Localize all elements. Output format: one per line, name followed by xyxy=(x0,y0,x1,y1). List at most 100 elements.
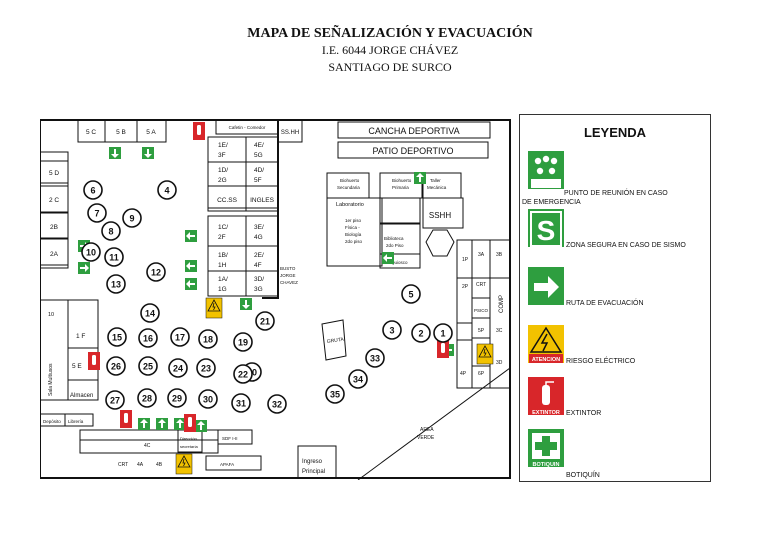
meeting-point-11: 11 xyxy=(104,247,124,267)
cancha-label: CANCHA DEPORTIVA xyxy=(368,126,459,136)
room-2e4f-line2: 4F xyxy=(254,262,262,269)
room-1c2f-line2: 2F xyxy=(218,234,226,241)
legend-item-label: RUTA DE EVACUACIÓN xyxy=(566,300,644,307)
room-5c-label: 5 C xyxy=(86,129,96,136)
svg-text:26: 26 xyxy=(111,362,121,372)
psico-label: PSICO xyxy=(474,308,489,313)
meeting-point-35: 35 xyxy=(325,384,345,404)
svg-text:4: 4 xyxy=(164,186,169,196)
svg-text:17: 17 xyxy=(175,333,185,343)
electric-risk-icon: ATENCION xyxy=(528,325,564,363)
meeting-point-23: 23 xyxy=(196,358,216,378)
meeting-point-30: 30 xyxy=(198,389,218,409)
room-1p-label: 1P xyxy=(462,257,469,263)
evacuation-arrow-icon xyxy=(185,260,197,272)
room-6p-label: 6P xyxy=(478,371,485,377)
cancha-deportiva xyxy=(337,121,491,139)
taller-line2: Mecánica xyxy=(427,185,447,190)
meeting-point-18: 18 xyxy=(198,329,218,349)
electric-risk-icon xyxy=(476,343,494,365)
meeting-point-29: 29 xyxy=(167,388,187,408)
meeting-point-2: 2 xyxy=(411,323,431,343)
svg-text:34: 34 xyxy=(353,375,363,385)
room-4a-label: 4A xyxy=(137,462,144,468)
room-1b1h-line2: 1H xyxy=(218,262,227,269)
almacen-label: Almacen xyxy=(70,393,93,399)
room-2b-label: 2B xyxy=(50,224,58,231)
room-2a-label: 2A xyxy=(50,251,59,258)
busto-line1: BUSTO xyxy=(280,266,296,271)
meeting-point-24: 24 xyxy=(168,358,188,378)
meeting-point-31: 31 xyxy=(231,393,251,413)
legend-item-label: BOTIQUÍN xyxy=(566,472,600,479)
room-3d3g-line1: 3D/ xyxy=(254,276,264,283)
crt-label: CRT xyxy=(118,462,128,468)
biohuerto-sec-line1: Biohuerto xyxy=(340,178,360,183)
area-verde-line2: VERDE xyxy=(417,435,435,441)
evacuation-arrow-icon xyxy=(174,418,186,430)
room-3d3g-line2: 3G xyxy=(254,286,263,293)
svg-text:14: 14 xyxy=(145,309,155,319)
legend-item-label: PUNTO DE REUNIÓN EN CASO DE EMERGENCIA xyxy=(522,190,668,206)
sshh-top xyxy=(277,119,303,143)
svg-text:6: 6 xyxy=(90,186,95,196)
cafetin-label: Cafetin - Comedor xyxy=(229,125,266,130)
meeting-point-7: 7 xyxy=(87,203,107,223)
evacuation-arrow-icon xyxy=(109,147,121,159)
svg-text:9: 9 xyxy=(129,214,134,224)
svg-text:13: 13 xyxy=(111,280,121,290)
svg-text:35: 35 xyxy=(330,390,340,400)
meeting-point-3: 3 xyxy=(382,320,402,340)
biohuerto-pri-line1: Biohuerto xyxy=(392,178,412,183)
meeting-point-22: 22 xyxy=(233,364,253,384)
meeting-point-25: 25 xyxy=(138,356,158,376)
evacuation-arrow-icon xyxy=(156,418,168,430)
svg-text:8: 8 xyxy=(108,227,113,237)
extinguisher-icon xyxy=(437,340,449,358)
extinguisher-icon: EXTINTOR xyxy=(528,377,564,415)
gruta-label: GRUTA xyxy=(326,337,344,345)
evacuation-routes xyxy=(78,147,454,432)
room-5a xyxy=(136,119,167,143)
room-3b-label: 3B xyxy=(496,252,503,258)
direccion-line2: secretaría xyxy=(180,444,199,449)
svg-text:29: 29 xyxy=(172,394,182,404)
crt2-label: CRT xyxy=(476,282,486,288)
evacuation-arrow-icon xyxy=(382,252,394,264)
legend-panel: LEYENDA PUNTO DE REUNIÓN EN CASO DE EMER… xyxy=(519,114,711,482)
sala-multiusos-label: Sala Multiusos xyxy=(48,363,54,396)
room-2p-label: 2P xyxy=(462,284,469,290)
svg-text:15: 15 xyxy=(112,333,122,343)
meeting-point-16: 16 xyxy=(138,328,158,348)
legend-title: LEYENDA xyxy=(583,125,647,140)
svg-text:31: 31 xyxy=(236,399,246,409)
meeting-point-4: 4 xyxy=(157,180,177,200)
laboratorio-label: Laboratorio xyxy=(336,202,364,208)
room-4c-label: 4C xyxy=(144,443,151,449)
meeting-point-icon xyxy=(528,151,564,189)
apafa-label: APAFA xyxy=(220,462,234,467)
ingles-label: INGLES xyxy=(250,197,275,204)
room-3d-label: 3D xyxy=(496,360,503,366)
svg-text:25: 25 xyxy=(143,362,153,372)
svg-text:19: 19 xyxy=(238,338,248,348)
gruta xyxy=(321,319,347,361)
biblioteca-line2: 2do Piso xyxy=(386,243,404,248)
room-4e5g-line1: 4E/ xyxy=(254,142,264,149)
extinguisher-icon xyxy=(88,352,100,370)
svg-text:ATENCION: ATENCION xyxy=(532,357,560,363)
meeting-point-15: 15 xyxy=(107,327,127,347)
legend-item-label: EXTINTOR xyxy=(566,410,602,417)
meeting-point-26: 26 xyxy=(106,356,126,376)
libreria-label: Librería xyxy=(68,419,84,424)
room-4p-label: 4P xyxy=(460,371,467,377)
svg-text:BOTIQUIN: BOTIQUIN xyxy=(533,462,560,467)
svg-text:7: 7 xyxy=(94,209,99,219)
meeting-point-32: 32 xyxy=(267,394,287,414)
fisica-line4: 2do piso xyxy=(345,239,363,244)
room-5d-label: 5 D xyxy=(49,170,59,177)
evacuation-arrow-icon xyxy=(414,172,426,184)
svg-text:23: 23 xyxy=(201,364,211,374)
biblioteca-line1: Biblioteca xyxy=(384,236,404,241)
svg-text:3: 3 xyxy=(389,326,394,336)
